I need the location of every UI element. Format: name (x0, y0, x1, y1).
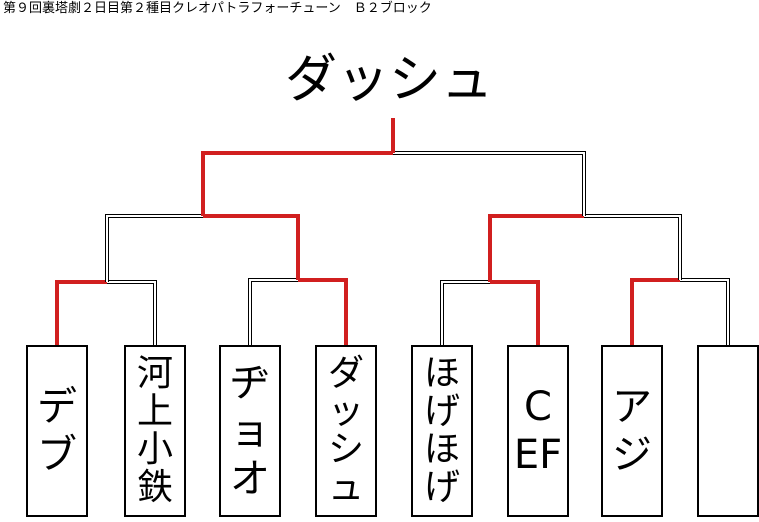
loser-path-inner (680, 279, 729, 345)
entrant-name: ダッシュ (327, 353, 364, 508)
entrant-box-2: 河上小鉄 (124, 345, 186, 517)
loser-path-outer (105, 214, 203, 282)
loser-path-outer (107, 280, 157, 345)
loser-path-inner (107, 281, 156, 345)
semifinal-2 (488, 214, 682, 282)
champion-name: ダッシュ (285, 50, 494, 110)
winner-path (201, 151, 393, 216)
loser-path-inner (584, 215, 681, 280)
loser-path-outer (680, 278, 730, 345)
entrant-box-1: デブ (26, 345, 88, 517)
loser-path-outer (393, 151, 586, 216)
loser-path-outer (248, 278, 298, 345)
entrant-box-6: CEF (507, 345, 569, 517)
loser-path-inner (249, 279, 298, 345)
entrant-box-4: ダッシュ (315, 345, 377, 517)
winner-path (298, 278, 348, 345)
loser-path-inner (393, 152, 585, 216)
winner-path (488, 214, 584, 282)
entrant-name: デブ (37, 384, 77, 478)
final-match (201, 118, 586, 216)
entrant-name: ヂョオ (230, 360, 270, 502)
page-title: 第９回裏塔劇２日目第２種目クレオパトラフォーチューン Ｂ２ブロック (3, 1, 432, 16)
winner-path (630, 278, 680, 345)
loser-path-outer (584, 214, 682, 280)
entrant-box-8 (697, 345, 759, 517)
round1-match-2 (248, 278, 348, 345)
entrant-box-3: ヂョオ (219, 345, 281, 517)
loser-path-inner (441, 281, 490, 345)
entrant-name: ほげほげ (423, 353, 460, 508)
entrant-name: CEF (513, 384, 563, 478)
entrant-name: アジ (612, 384, 652, 478)
entrant-name: 河上小鉄 (136, 353, 173, 508)
round1-match-3 (440, 280, 540, 345)
entrant-box-7: アジ (601, 345, 663, 517)
winner-path (55, 280, 107, 345)
round1-match-4 (630, 278, 730, 345)
loser-path-outer (440, 280, 490, 345)
entrant-box-5: ほげほげ (411, 345, 473, 517)
loser-path-inner (106, 215, 203, 282)
round1-match-1 (55, 280, 157, 345)
winner-path (490, 280, 540, 345)
winner-path (203, 214, 300, 280)
semifinal-1 (105, 214, 300, 282)
